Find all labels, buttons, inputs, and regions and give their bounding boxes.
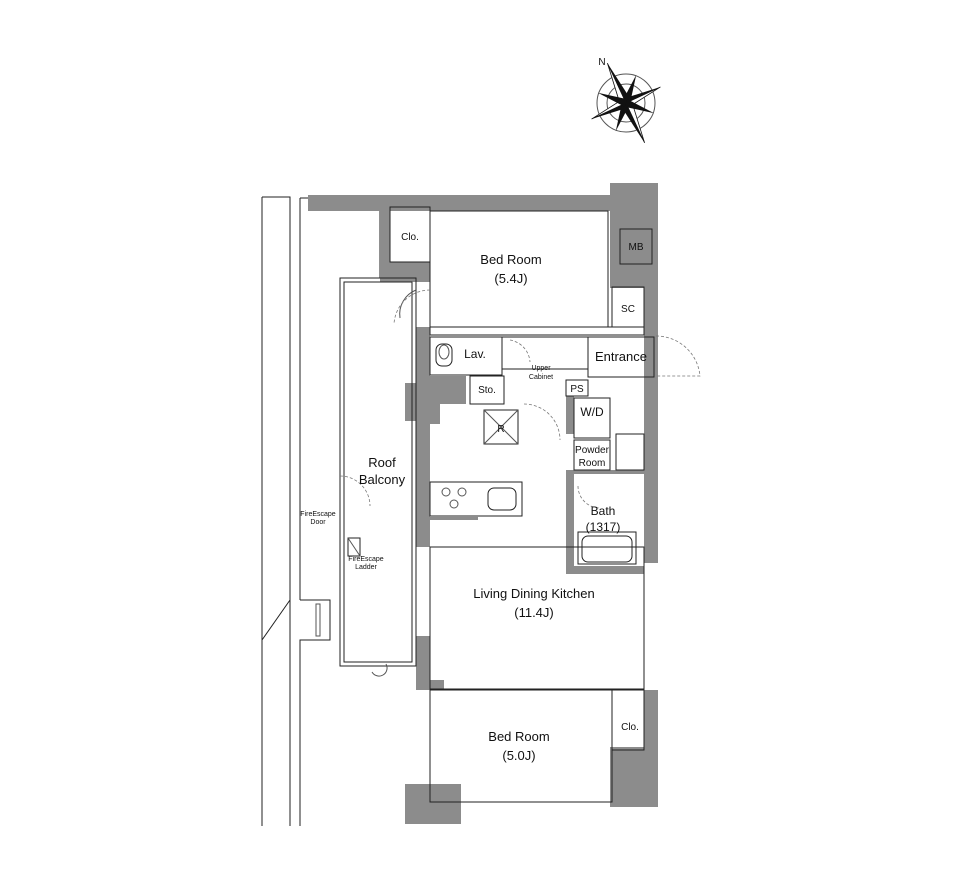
- sto-name: Sto.: [478, 385, 496, 396]
- wd-name: W/D: [580, 405, 604, 419]
- bath-name: Bath: [591, 504, 616, 518]
- fire-escape-ladder-line1: FireEscape: [348, 556, 384, 563]
- lav-name: Lav.: [464, 347, 486, 361]
- roof-balcony-area: [339, 277, 417, 677]
- bath-size: (1317): [586, 520, 621, 534]
- powder-room-line2: Room: [579, 458, 606, 469]
- sc-name: SC: [621, 304, 635, 315]
- powder-room-line1: Powder: [575, 445, 610, 456]
- clo-top-name: Clo.: [401, 232, 419, 243]
- ldk-name: Living Dining Kitchen: [473, 586, 594, 601]
- fire-escape-ladder-line2: Ladder: [355, 564, 377, 571]
- bed-room-2-name: Bed Room: [488, 729, 549, 744]
- refrigerator-name: R: [497, 424, 504, 435]
- entrance-name: Entrance: [595, 349, 647, 364]
- roof-balcony-line2: Balcony: [359, 472, 406, 487]
- walls: [308, 183, 658, 824]
- ldk-size: (11.4J): [514, 605, 554, 620]
- fire-escape-door-line2: Door: [310, 519, 326, 526]
- bed-room-1-size: (5.4J): [494, 271, 527, 286]
- compass-north-label: N: [598, 57, 605, 68]
- roof-balcony-line1: Roof: [368, 455, 396, 470]
- mb-name: MB: [629, 242, 644, 253]
- compass-rose-icon: N: [591, 57, 661, 144]
- bed-room-1-name: Bed Room: [480, 252, 541, 267]
- clo-bottom-name: Clo.: [621, 722, 639, 733]
- upper-cabinet-line2: Cabinet: [529, 374, 553, 381]
- bathtub-icon: [581, 535, 633, 563]
- room-outlines: [389, 206, 655, 803]
- upper-cabinet-line1: Upper: [531, 365, 551, 372]
- door-swings: [393, 289, 701, 509]
- fire-escape-door-line1: FireEscape: [300, 511, 336, 518]
- stove-burner-icon: [441, 487, 467, 509]
- toilet-icon: [435, 343, 453, 367]
- bed-room-2-size: (5.0J): [502, 748, 535, 763]
- ps-name: PS: [570, 384, 584, 395]
- kitchen-counter: [429, 481, 523, 520]
